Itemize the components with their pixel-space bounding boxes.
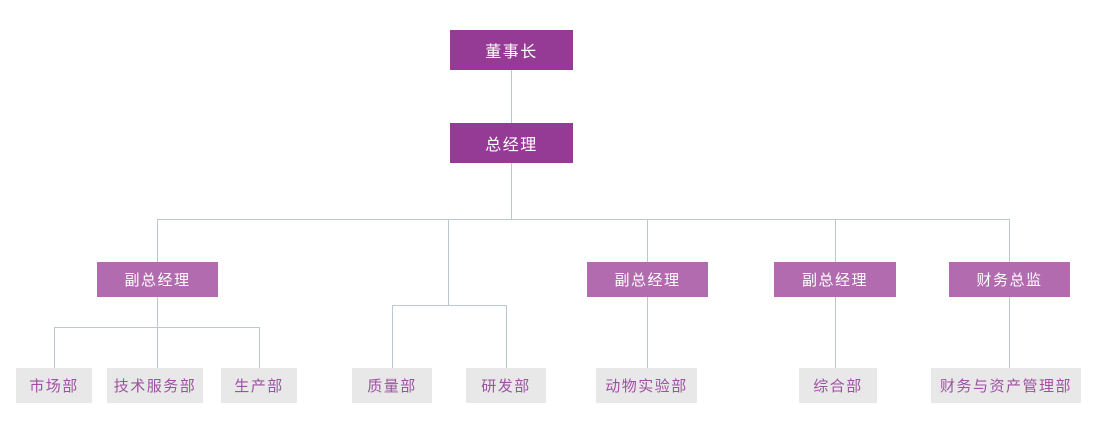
connector-drop-vp-middle — [647, 219, 648, 262]
connector-drop-finance-asset — [1009, 297, 1010, 368]
org-node-vp-left-label: 副总经理 — [124, 272, 191, 289]
connector-drop-animal-lab — [647, 297, 648, 368]
org-node-production-dept: 生产部 — [221, 368, 297, 403]
org-node-tech-service-dept: 技术服务部 — [107, 368, 203, 403]
connector-mid-trunk — [448, 219, 449, 305]
org-node-finance-asset-dept: 财务与资产管理部 — [931, 368, 1081, 403]
org-node-vp-left: 副总经理 — [97, 262, 218, 297]
org-node-finance-director-label: 财务总监 — [976, 272, 1043, 289]
org-node-rd-dept: 研发部 — [466, 368, 546, 403]
org-node-quality-dept: 质量部 — [352, 368, 432, 403]
connector-main-rail — [157, 219, 1009, 220]
connector-drop-vp-right — [835, 219, 836, 262]
org-node-chairman-label: 董事长 — [485, 44, 538, 61]
connector-vp-left-rail — [54, 327, 259, 328]
org-node-vp-right: 副总经理 — [774, 262, 896, 297]
connector-drop-general-affairs — [835, 297, 836, 368]
connector-vp-left-trunk — [157, 297, 158, 368]
connector-drop-quality — [392, 305, 393, 368]
connector-gm-trunk — [511, 163, 512, 219]
org-node-finance-director: 财务总监 — [949, 262, 1070, 297]
connector-drop-marketing — [54, 327, 55, 368]
org-node-quality-dept-label: 质量部 — [367, 378, 417, 395]
org-node-vp-middle: 副总经理 — [587, 262, 708, 297]
org-node-animal-lab-dept: 动物实验部 — [596, 368, 697, 403]
org-node-finance-asset-dept-label: 财务与资产管理部 — [939, 378, 1072, 395]
connector-drop-rd — [506, 305, 507, 368]
org-node-marketing-dept: 市场部 — [16, 368, 92, 403]
connector-mid-rail — [392, 305, 506, 306]
org-node-general-affairs-dept-label: 综合部 — [813, 378, 863, 395]
org-node-marketing-dept-label: 市场部 — [29, 378, 79, 395]
org-node-animal-lab-dept-label: 动物实验部 — [605, 378, 688, 395]
org-node-production-dept-label: 生产部 — [234, 378, 284, 395]
org-node-general-affairs-dept: 综合部 — [799, 368, 877, 403]
connector-drop-vp-left — [157, 219, 158, 262]
connector-drop-production — [259, 327, 260, 368]
connector-drop-finance-director — [1009, 219, 1010, 262]
connector-chairman-gm — [511, 70, 512, 123]
org-node-general-manager-label: 总经理 — [485, 137, 538, 154]
org-node-vp-right-label: 副总经理 — [801, 272, 868, 289]
org-node-chairman: 董事长 — [450, 30, 573, 70]
org-node-tech-service-dept-label: 技术服务部 — [113, 378, 197, 395]
org-node-general-manager: 总经理 — [450, 123, 573, 163]
org-node-vp-middle-label: 副总经理 — [614, 272, 681, 289]
org-node-rd-dept-label: 研发部 — [481, 378, 531, 395]
